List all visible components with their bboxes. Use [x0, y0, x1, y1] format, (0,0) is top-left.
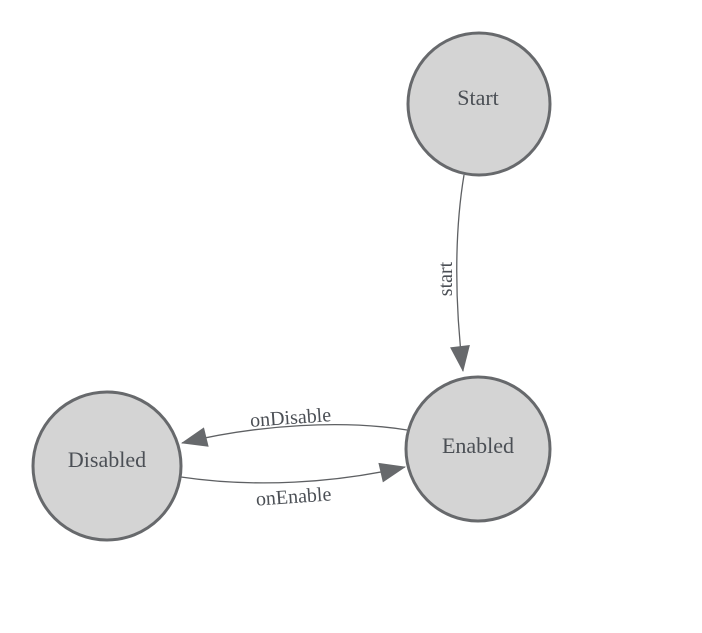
state-start-node: [406, 31, 552, 177]
transition-onenable-label: onEnable: [255, 483, 332, 510]
transition-ondisable: onDisable: [181, 404, 408, 447]
state-disabled-label: Disabled: [68, 447, 146, 472]
state-disabled-node: [31, 390, 183, 542]
state-enabled-label: Enabled: [442, 433, 514, 458]
state-disabled: Disabled: [31, 390, 183, 542]
transition-onenable-edge: [180, 462, 406, 484]
transition-ondisable-label: onDisable: [249, 404, 332, 432]
transition-start-edge: [450, 174, 470, 372]
transition-start-label: start: [435, 261, 457, 296]
transition-onenable: onEnable: [180, 462, 406, 511]
transition-ondisable-edge: [181, 424, 408, 447]
state-enabled-node: [404, 375, 552, 523]
transition-start: start: [435, 174, 470, 372]
state-start: Start: [406, 31, 552, 177]
state-start-label: Start: [457, 85, 499, 110]
state-enabled: Enabled: [404, 375, 552, 523]
